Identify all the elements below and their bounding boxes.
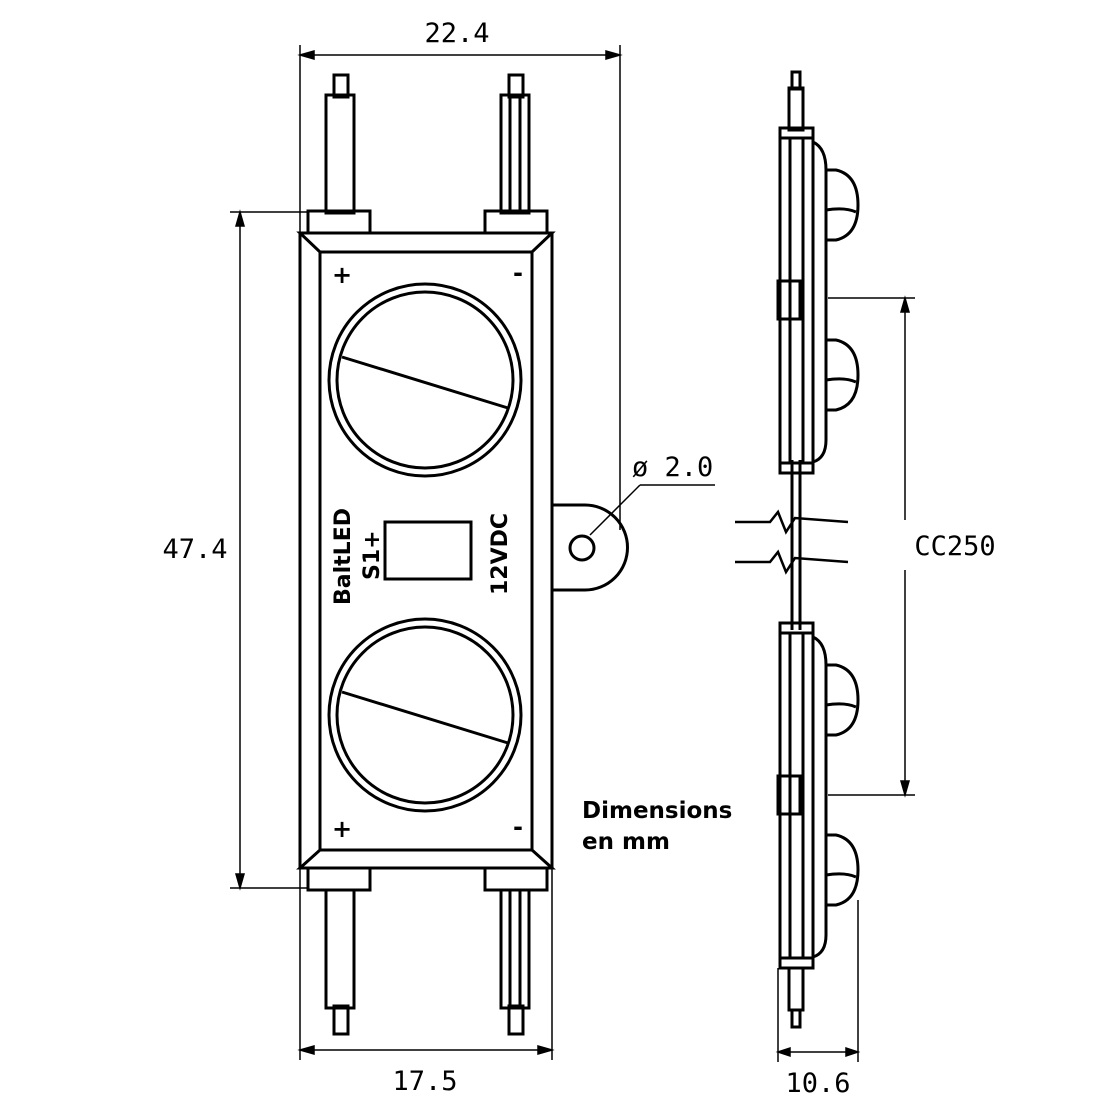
- dim-thickness: 10.6: [785, 1068, 850, 1099]
- dim-overall-height: 47.4: [162, 534, 227, 565]
- plus-marking-bottom-left: +: [332, 815, 352, 843]
- mounting-hole: [568, 534, 596, 562]
- plus-marking-top-left: +: [332, 261, 352, 289]
- led-lens-top: [327, 282, 523, 478]
- dim-spacing: CC250: [914, 531, 995, 562]
- front-view: [296, 73, 629, 1036]
- bottom-pins: [306, 866, 549, 1036]
- dim-overall-width: 22.4: [424, 18, 489, 49]
- side-module-upper: [776, 70, 860, 475]
- led-lens-bottom: [327, 617, 523, 813]
- voltage-marking: 12VDC: [488, 513, 513, 595]
- mounting-tab: [552, 503, 629, 592]
- side-dimension-lines: [775, 295, 915, 1062]
- side-module-lower: [776, 621, 860, 1029]
- units-note-line2: en mm: [582, 829, 670, 855]
- dim-hole-diameter: ø 2.0: [632, 452, 713, 483]
- top-pins: [306, 73, 549, 235]
- front-dimension-lines: [230, 45, 715, 1060]
- units-note: Dimensions en mm: [582, 796, 732, 858]
- brand-marking: BaltLED: [331, 508, 356, 605]
- minus-marking-bottom-right: -: [513, 813, 523, 841]
- label-window: [383, 520, 473, 581]
- dim-body-width: 17.5: [392, 1066, 457, 1097]
- side-view: [735, 70, 860, 1029]
- units-note-line1: Dimensions: [582, 798, 733, 824]
- model-marking: S1+: [360, 530, 385, 580]
- minus-marking-top-right: -: [513, 259, 523, 287]
